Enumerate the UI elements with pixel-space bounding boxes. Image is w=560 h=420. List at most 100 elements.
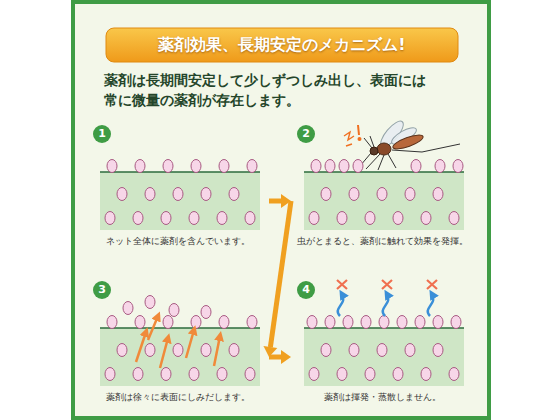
caption-text: ネット全体に薬剤を含んでいます。 [88,235,268,248]
drug-granule [201,344,211,357]
flow-arrow [263,201,291,357]
drug-granule [191,160,201,173]
drug-granule [161,368,171,381]
arrow-shaft [269,199,281,204]
net-surface [100,327,260,329]
drug-granule [201,306,211,319]
drug-granule [135,316,145,329]
vapor-arrow [338,294,344,316]
seep-arrow [186,330,194,358]
number-circle [93,125,111,143]
net-band [100,172,260,230]
drug-granule [105,368,115,381]
drug-granule [229,344,239,357]
callout-number: 3 [93,281,111,299]
callout-number: 1 [93,125,111,143]
drug-granule [349,344,359,357]
vapor-arrow [428,294,434,316]
net-band [100,328,260,386]
arrow-head [281,350,291,364]
drug-granule [325,160,335,173]
drug-granule [453,160,463,173]
drug-granule [133,212,143,225]
drug-granule [411,160,421,173]
net-band [304,328,464,386]
drug-granule [433,188,443,201]
drug-granule [307,316,317,329]
caption-text: 虫がとまると、薬剤に触れて効果を発揮。 [292,235,472,248]
drug-granule [245,368,255,381]
panel-art [93,125,260,230]
drug-granule [135,160,145,173]
seep-arrow [136,332,146,362]
drug-granule [393,212,403,225]
number-circle [93,281,111,299]
seep-arrow [214,336,220,366]
drug-granule [433,344,443,357]
frame [73,2,489,418]
seep-arrow [148,316,158,340]
drug-granule [421,212,431,225]
drug-granule [191,316,201,329]
number-circle [297,125,315,143]
drug-granule [405,344,415,357]
process-panel: 2 虫がとまると、薬剤に触れて効果を発揮。 [292,122,472,254]
drug-granule [353,160,363,173]
drug-granule [449,212,459,225]
drug-granule [435,160,445,173]
drug-granule [201,188,211,201]
drug-granule [169,304,179,317]
title: 薬剤効果、長期安定のメカニズム! [108,29,456,61]
drug-granule [105,212,115,225]
drug-granule [393,368,403,381]
drug-granule [449,368,459,381]
cross-mark [382,280,392,289]
alert-mark [344,125,361,146]
drug-granule [337,368,347,381]
drug-granule [451,316,461,329]
drug-granule [421,368,431,381]
drug-granule [217,212,227,225]
process-panel: 1 ネット全体に薬剤を含んでいます。 [88,122,268,254]
drug-granule [377,344,387,357]
net-surface [100,171,260,173]
drug-granule [173,188,183,201]
arrow-shaft [269,355,281,360]
process-panel: 4薬剤は揮発・蒸散しません。 [292,278,472,410]
caption-text: 薬剤は揮発・蒸散しません。 [292,391,472,404]
drug-granule [415,316,425,329]
drug-granule [433,316,443,329]
net-band [304,172,464,230]
callout-number: 2 [297,125,315,143]
flow-arrow [269,350,291,364]
panel-art [297,280,464,386]
drug-granule [343,316,353,329]
drug-granule [117,188,127,201]
drug-granule [219,316,229,329]
cross-mark [427,280,437,289]
drug-granule [365,212,375,225]
drug-granule [229,188,239,201]
drug-granule [145,344,155,357]
drug-granule [117,344,127,357]
drug-granule [337,212,347,225]
vapor-arrow [383,294,389,316]
process-panel: 3薬剤は徐々に表面にしみだします。 [88,278,268,410]
drug-granule [349,188,359,201]
drug-granule [321,188,331,201]
drug-granule [145,188,155,201]
drug-granule [245,212,255,225]
drug-granule [365,368,375,381]
drug-granule [325,316,335,329]
drug-granule [309,212,319,225]
drug-granule [339,160,349,173]
drug-granule [189,212,199,225]
drug-granule [173,344,183,357]
drug-granule [379,316,389,329]
drug-granule [311,160,321,173]
drug-granule [133,368,143,381]
seep-arrow [160,338,168,368]
flow-arrow [269,194,291,208]
